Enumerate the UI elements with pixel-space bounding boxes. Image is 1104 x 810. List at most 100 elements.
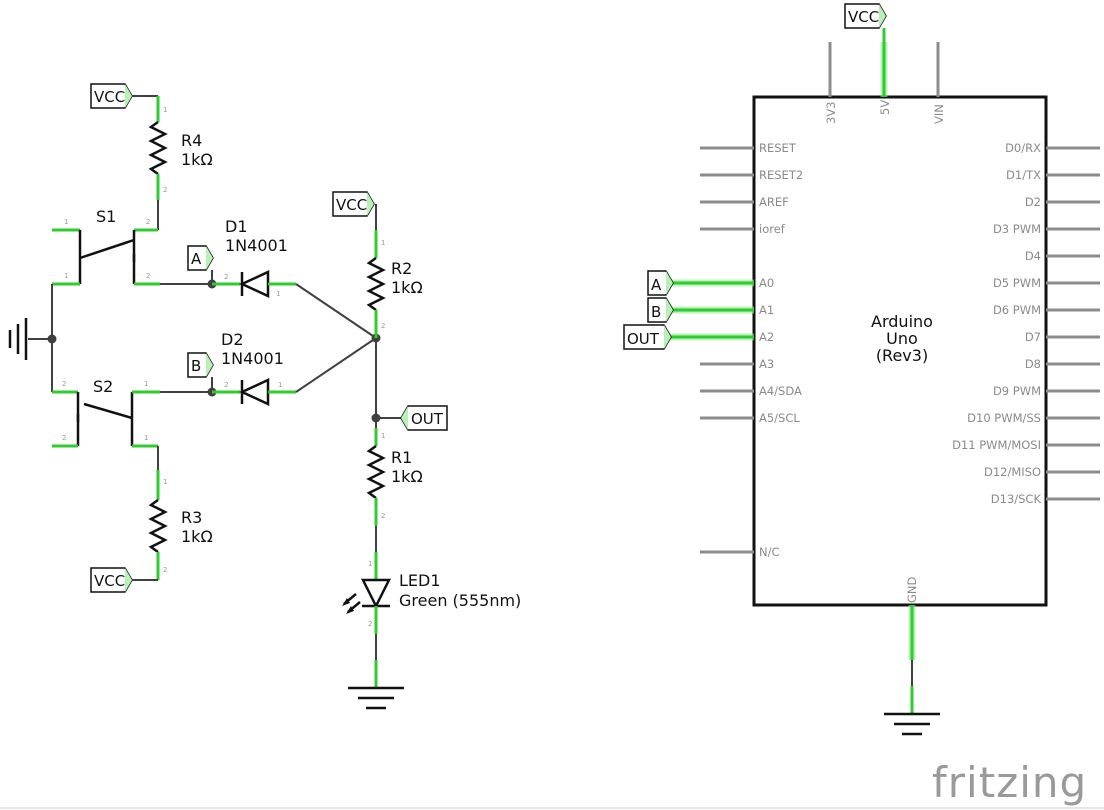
pin-label-d7: D7 — [1025, 330, 1041, 344]
net-label-vcc-r3[interactable]: VCC — [90, 567, 133, 593]
svg-text:2: 2 — [224, 273, 228, 281]
fritzing-logo: fritzing — [932, 758, 1087, 807]
net-label-vcc-r2[interactable]: VCC — [332, 191, 375, 217]
pin-label-a1: A1 — [759, 303, 774, 317]
diode-d2[interactable]: 2 1 — [212, 378, 296, 406]
pin-label-a3: A3 — [759, 357, 774, 371]
svg-text:VCC: VCC — [848, 8, 879, 26]
svg-text:2: 2 — [163, 186, 167, 194]
pin-label-ioref: ioref — [759, 222, 786, 236]
pin-label-d4: D4 — [1025, 249, 1041, 263]
pin-label-d2: D2 — [1025, 195, 1041, 209]
pin-label-5v: 5V — [878, 100, 892, 115]
r3-ref: R3 — [181, 508, 202, 527]
junction — [47, 334, 57, 344]
net-label-out-left[interactable]: OUT — [400, 405, 448, 431]
net-label-b-right[interactable]: B — [647, 297, 674, 323]
d1-ref: D1 — [225, 217, 248, 236]
r2-value: 1kΩ — [391, 278, 423, 297]
led1-value: Green (555nm) — [399, 591, 521, 610]
svg-text:VCC: VCC — [336, 196, 367, 214]
svg-text:2: 2 — [62, 380, 66, 388]
svg-text:2: 2 — [368, 620, 372, 628]
pin-label-nc: N/C — [759, 545, 780, 559]
pin-label-a2: A2 — [759, 330, 774, 344]
svg-text:1: 1 — [64, 218, 68, 226]
net-label-vcc-r4[interactable]: VCC — [90, 83, 133, 109]
svg-text:2: 2 — [381, 512, 385, 520]
diode-d1[interactable]: 2 1 — [212, 270, 296, 298]
svg-text:1: 1 — [64, 272, 68, 280]
pin-label-reset2: RESET2 — [759, 168, 803, 182]
wire — [295, 337, 377, 393]
r1-value: 1kΩ — [391, 467, 423, 486]
pin-label-d12: D12/MISO — [984, 465, 1041, 479]
ground-symbol-bottom — [348, 686, 404, 710]
pin-label-d11: D11 PWM/MOSI — [952, 438, 1041, 452]
pin-label-vin: VIN — [932, 104, 946, 124]
net-label-a-left[interactable]: A — [187, 245, 214, 271]
resistor-r1[interactable]: 1 2 — [366, 428, 386, 526]
pin-label-a5-scl: A5/SCL — [759, 411, 800, 425]
pin-label-reset: RESET — [759, 141, 797, 155]
r4-ref: R4 — [181, 131, 202, 150]
r1-ref: R1 — [391, 448, 412, 467]
net-label-vcc-arduino[interactable]: VCC — [844, 3, 887, 29]
svg-text:1: 1 — [163, 106, 167, 114]
switch-s2[interactable]: 2 2 1 1 — [52, 380, 160, 448]
pin-label-a4-sda: A4/SDA — [759, 384, 802, 398]
r2-ref: R2 — [391, 259, 412, 278]
pin-label-d9: D9 PWM — [993, 384, 1041, 398]
svg-text:OUT: OUT — [411, 410, 444, 428]
pin-label-aref: AREF — [759, 195, 789, 209]
s2-ref: S2 — [93, 377, 113, 396]
ground-symbol-arduino — [884, 712, 940, 736]
ground-symbol-left — [8, 318, 48, 360]
net-label-a-right[interactable]: A — [647, 270, 674, 296]
svg-text:2: 2 — [381, 322, 385, 330]
svg-text:B: B — [191, 357, 201, 375]
svg-text:B: B — [651, 303, 661, 321]
pin-label-d3: D3 PWM — [993, 222, 1041, 236]
arduino-name-line2: Uno — [886, 329, 918, 348]
svg-text:1: 1 — [144, 380, 148, 388]
pin-label-d1: D1/TX — [1006, 168, 1041, 182]
pin-label-d0: D0/RX — [1005, 141, 1041, 155]
svg-text:OUT: OUT — [627, 330, 660, 348]
svg-text:2: 2 — [146, 272, 150, 280]
svg-text:A: A — [191, 250, 202, 268]
arduino-uno-body[interactable] — [752, 95, 1048, 607]
pin-label-d10: D10 PWM/SS — [967, 411, 1041, 425]
svg-text:2: 2 — [163, 566, 167, 574]
pin-label-3v3: 3V3 — [824, 101, 838, 124]
arduino-right-pins: D0/RX D1/TX D2 D3 PWM D4 D5 PWM D6 PWM D… — [952, 141, 1100, 506]
svg-text:2: 2 — [146, 218, 150, 226]
svg-text:A: A — [651, 276, 662, 294]
r3-value: 1kΩ — [181, 527, 213, 546]
resistor-r3[interactable]: 1 2 — [148, 470, 168, 580]
svg-text:VCC: VCC — [94, 88, 125, 106]
d1-value: 1N4001 — [225, 236, 288, 255]
r4-value: 1kΩ — [181, 150, 213, 169]
resistor-r4[interactable]: 1 2 — [148, 96, 168, 200]
switch-s1[interactable]: 1 1 2 2 — [52, 200, 160, 286]
svg-text:1: 1 — [144, 434, 148, 442]
pin-label-d6: D6 PWM — [993, 303, 1041, 317]
arduino-name-line3: (Rev3) — [876, 346, 928, 365]
pin-label-d8: D8 — [1025, 357, 1041, 371]
svg-text:1: 1 — [381, 432, 385, 440]
s1-ref: S1 — [96, 207, 116, 226]
led-led1[interactable]: 1 2 — [342, 552, 392, 634]
arduino-name-line1: Arduino — [871, 312, 933, 331]
net-label-out-right[interactable]: OUT — [623, 324, 672, 350]
pin-label-d13: D13/SCK — [991, 492, 1042, 506]
pin-label-a0: A0 — [759, 276, 774, 290]
net-label-b-left[interactable]: B — [187, 352, 214, 378]
svg-text:1: 1 — [276, 290, 280, 298]
led1-ref: LED1 — [399, 571, 441, 590]
svg-text:2: 2 — [224, 381, 228, 389]
svg-text:1: 1 — [278, 381, 282, 389]
resistor-r2[interactable]: 1 2 — [366, 230, 386, 338]
arduino-left-pins: RESET RESET2 AREF ioref A0 A1 A2 A3 A4/S… — [670, 141, 803, 559]
